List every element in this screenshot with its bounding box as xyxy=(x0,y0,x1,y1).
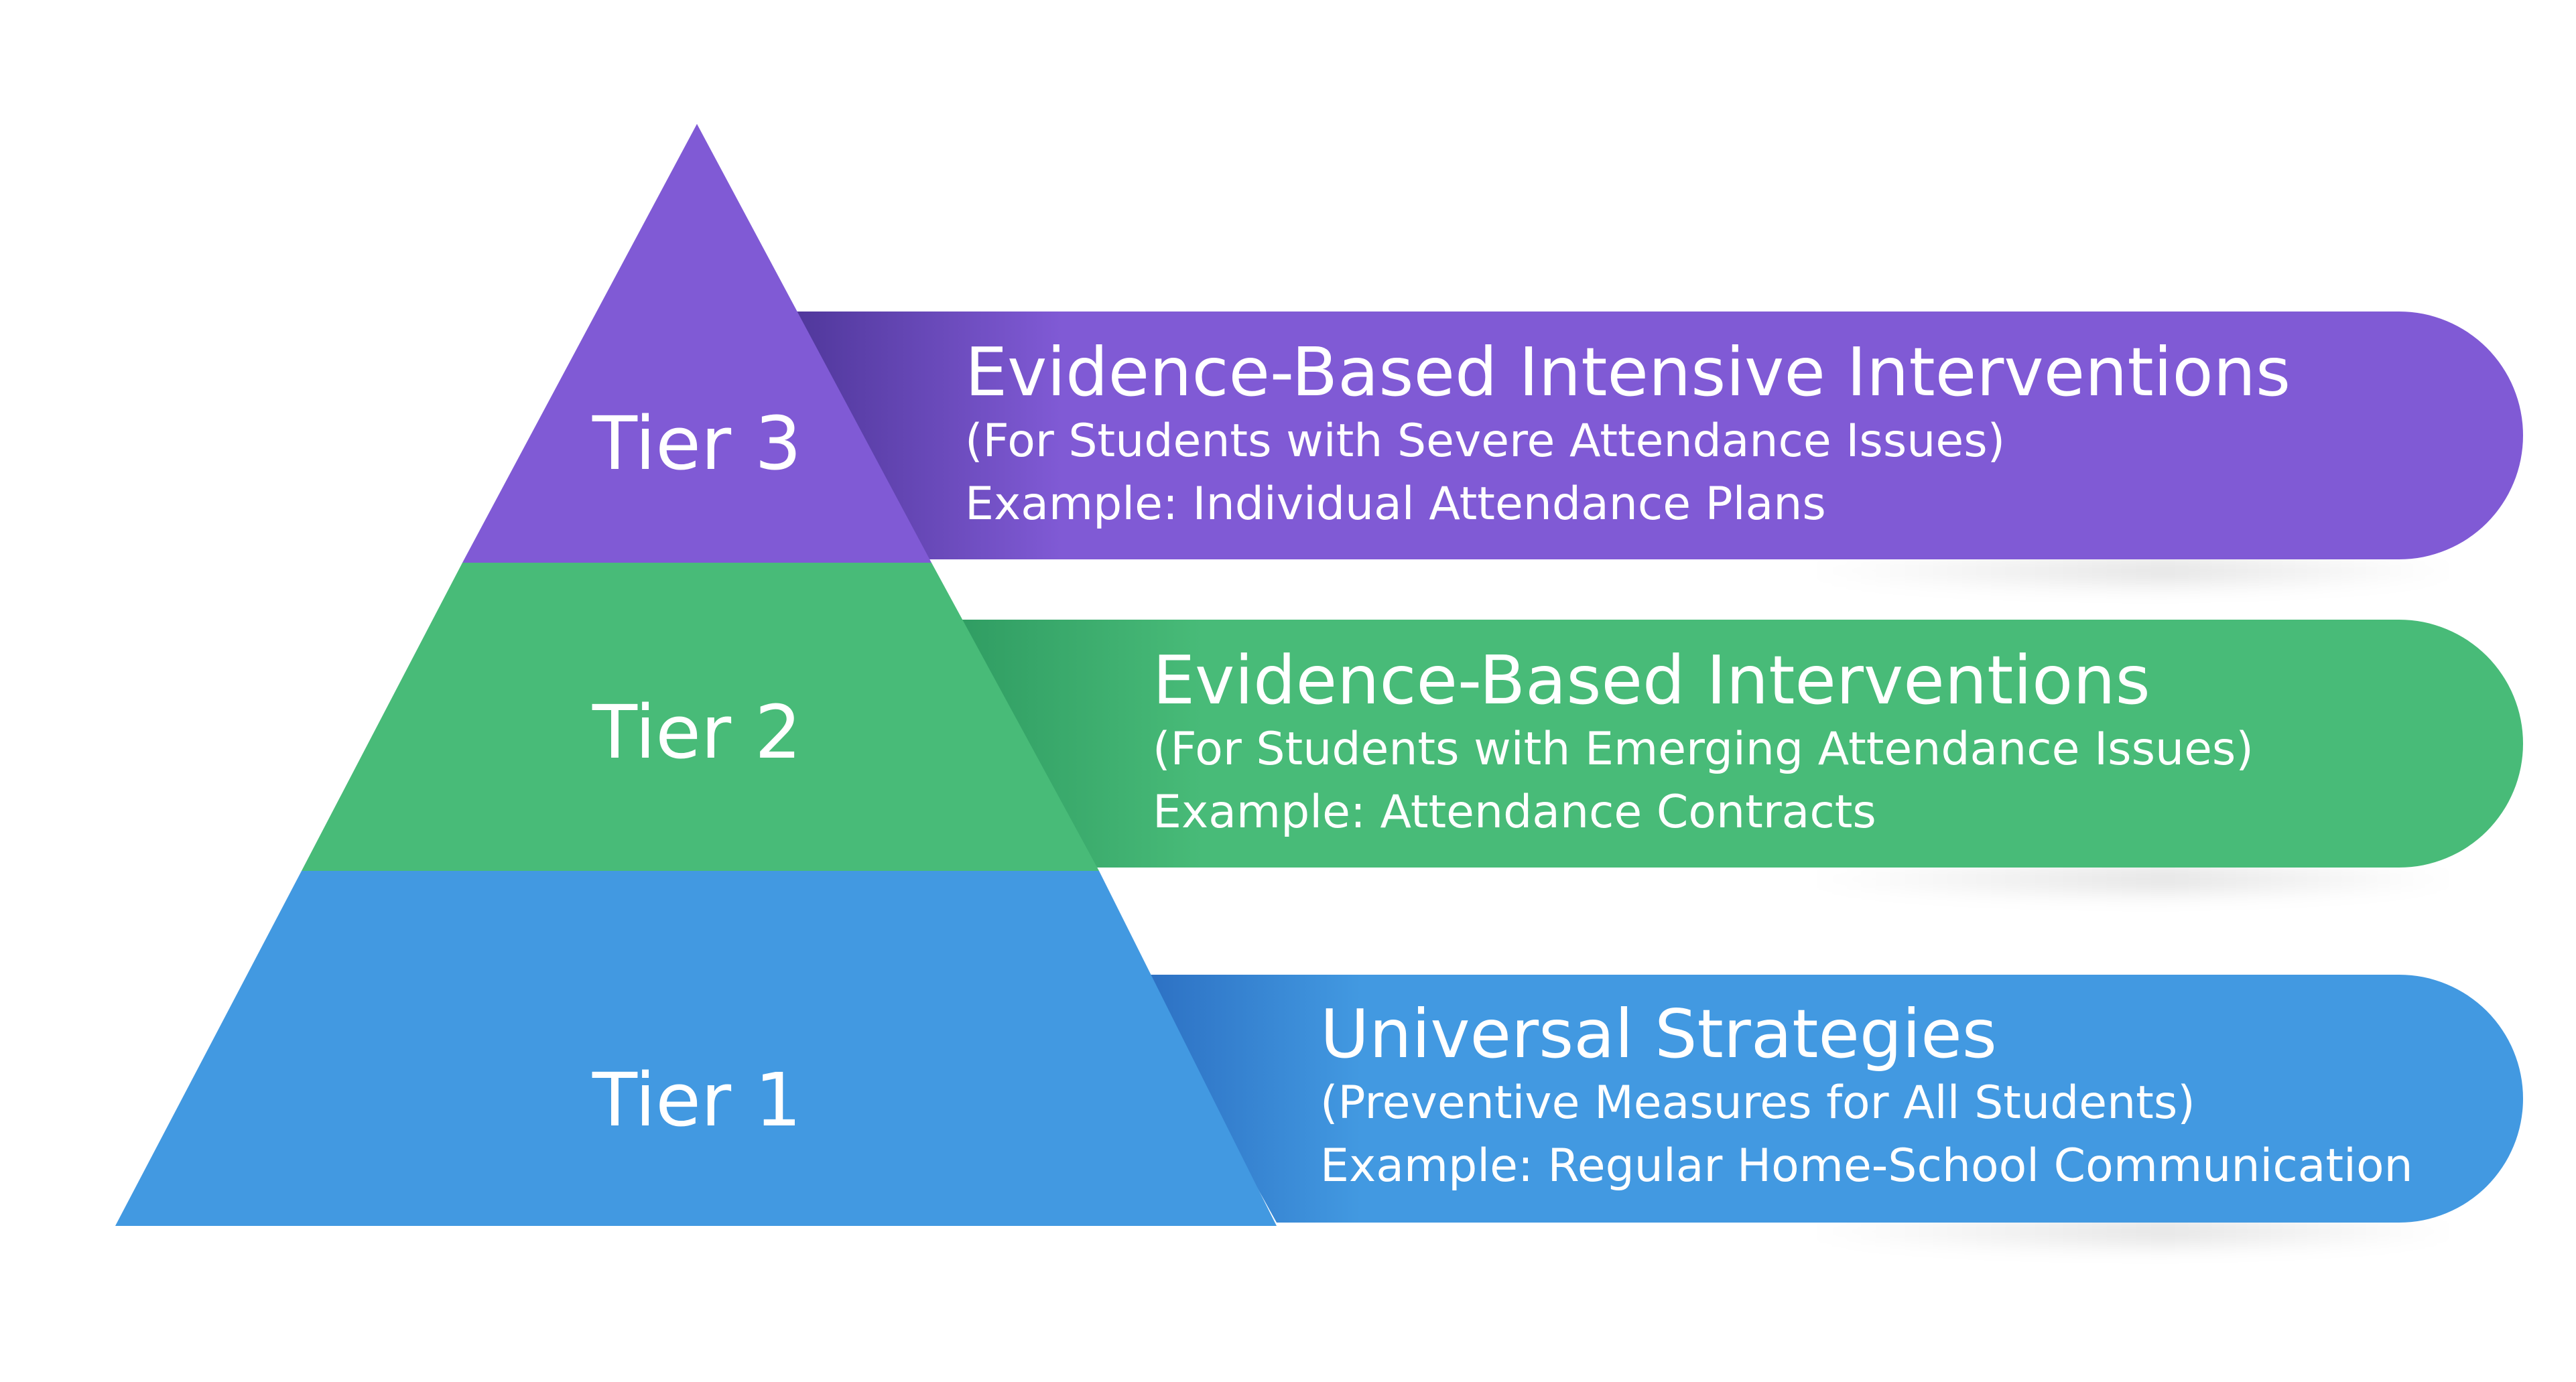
banner-tier3 xyxy=(784,312,2523,559)
pyramid-tier2 xyxy=(302,563,1099,871)
pyramid-tier3 xyxy=(462,124,931,563)
banner-tier1 xyxy=(1139,975,2523,1223)
banner-shadow-tier1 xyxy=(1796,1217,2466,1246)
banner-tier2 xyxy=(952,620,2523,868)
banner-shadow-tier2 xyxy=(1796,864,2466,894)
banner-shadow-tier3 xyxy=(1796,556,2466,585)
pyramid-tier1 xyxy=(115,871,1277,1226)
